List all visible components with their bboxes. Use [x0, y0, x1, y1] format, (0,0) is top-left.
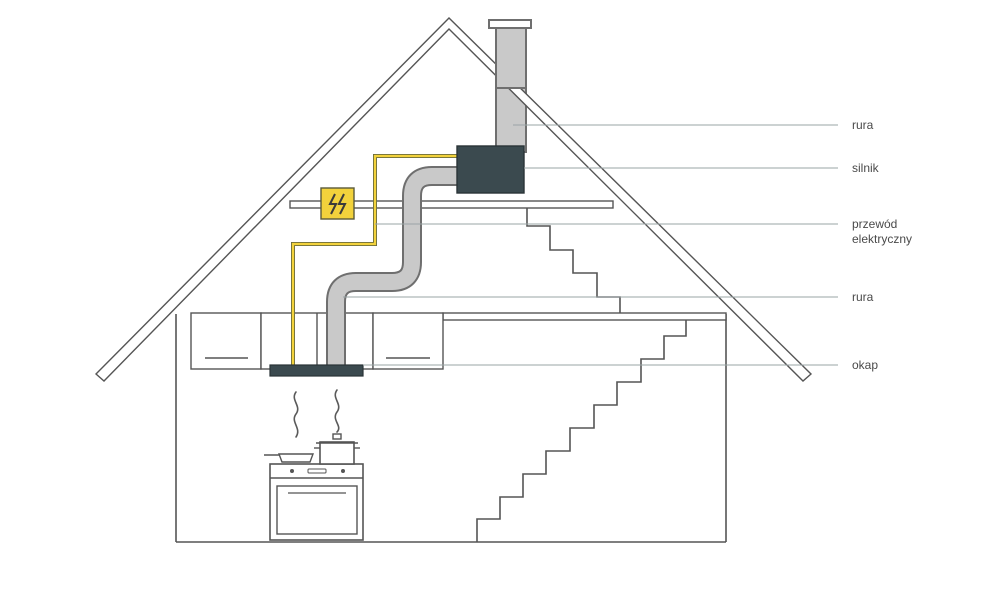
- house-walls: [175, 314, 727, 543]
- pan: [264, 453, 315, 463]
- pot: [314, 433, 360, 465]
- electric-box: [320, 187, 355, 220]
- lower-stairs: [476, 320, 687, 542]
- label-okap: okap: [852, 358, 878, 372]
- stove: [269, 463, 364, 541]
- steam: [293, 389, 340, 438]
- label-silnik: silnik: [852, 161, 880, 175]
- lightning-icon: [328, 193, 347, 215]
- leader-lines: [343, 124, 838, 366]
- label-rura-top: rura: [852, 118, 874, 132]
- label-przewod-line1: przewód: [852, 217, 897, 231]
- labels: rura silnik przewód elektryczny rura oka…: [852, 118, 912, 372]
- label-przewod-line2: elektryczny: [852, 232, 912, 246]
- hood: [269, 364, 364, 377]
- label-rura-bottom: rura: [852, 290, 874, 304]
- kitchen-cabinets: [190, 312, 444, 370]
- duct-pipe-inner: [328, 168, 466, 366]
- electric-wire-inner: [291, 154, 464, 366]
- ceiling-slab: [442, 312, 727, 321]
- motor: [456, 145, 525, 194]
- attic-floor: [289, 200, 614, 209]
- roof: [94, 17, 813, 382]
- chimney-above-roof: [488, 19, 532, 89]
